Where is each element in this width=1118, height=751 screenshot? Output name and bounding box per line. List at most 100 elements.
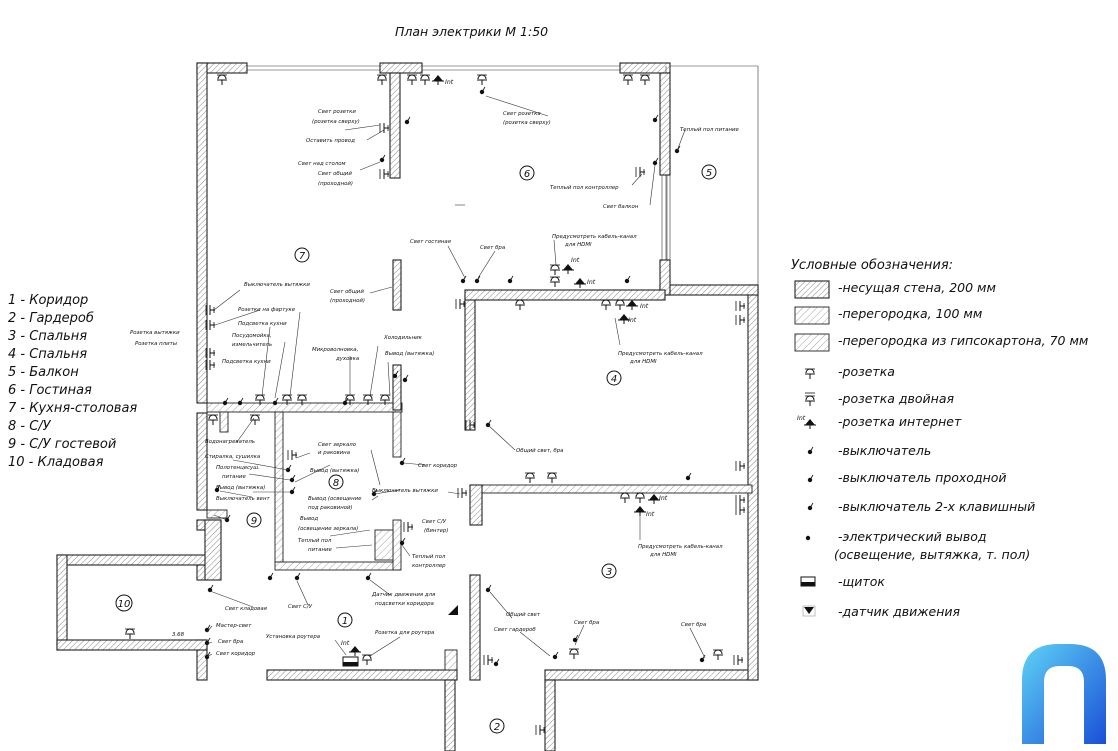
room-number-9: 9 — [251, 516, 257, 527]
room-list-item: 1 - Коридор — [8, 293, 89, 308]
label: Розетка вытяжки — [130, 330, 180, 336]
label: Розетка для роутера — [375, 630, 434, 636]
label: Выключатель вытяжки — [372, 488, 438, 494]
label: для HDMI — [564, 242, 592, 248]
label: Свет бра — [218, 639, 243, 645]
label: под раковиной) — [308, 505, 353, 511]
label: 3.68 — [172, 632, 185, 638]
room-list-item: 8 - С/У — [8, 419, 51, 434]
legend-label: -выключатель — [838, 443, 932, 458]
label: Теплый пол контроллер — [550, 185, 619, 191]
label: духовка — [335, 356, 359, 362]
label: Микроволновка, — [312, 347, 359, 353]
legend-int-label: Int — [797, 414, 806, 422]
room-list-item: 2 - Гардероб — [8, 311, 94, 326]
int-label: Int — [341, 639, 350, 647]
label: Розетки на фартуке — [238, 307, 296, 313]
label: Подсветка кухни — [238, 321, 287, 327]
label: Свет С/У — [288, 604, 313, 610]
room-numbers: 1 2 3 4 5 6 7 8 9 10 — [115, 164, 717, 734]
label: Предусмотреть кабель-канал — [638, 544, 723, 550]
legend-label: -перегородка из гипсокартона, 70 мм — [838, 333, 1089, 348]
legend-label: -розетка — [838, 364, 895, 379]
label: Стиралка, сушилка — [205, 454, 260, 460]
label: Общий свет, бра — [516, 448, 563, 454]
label: Подсветка кухни — [222, 359, 271, 365]
logo — [1022, 644, 1106, 744]
label: (розетка сверху) — [312, 119, 360, 125]
label: Вывод (освещение — [308, 496, 362, 502]
legend-label: -выключатель 2-х клавишный — [838, 499, 1036, 514]
label: Свет кладовая — [225, 606, 268, 612]
legend-label: -перегородка, 100 мм — [838, 306, 983, 321]
internet-socket-icon — [803, 418, 817, 430]
label: Вывод (вытяжка) — [310, 468, 359, 474]
room-number-1: 1 — [342, 616, 348, 627]
label: Теплый пол питание — [680, 127, 740, 133]
motion-sensor-icon — [802, 605, 816, 617]
label: Вывод (вытяжка) — [385, 351, 434, 357]
label: и раковина — [318, 450, 350, 456]
label: Выключатель вытяжки — [244, 282, 310, 288]
label: (проходной) — [330, 298, 365, 304]
double-socket-icon — [804, 392, 816, 407]
legend-label: -выключатель проходной — [838, 470, 1007, 485]
label: измельчитель — [232, 342, 272, 348]
legend-label: -датчик движения — [838, 604, 961, 619]
label: Свет над столом — [298, 161, 346, 167]
room-list-item: 4 - Спальня — [8, 347, 88, 362]
label: Розетка плиты — [135, 341, 178, 347]
room-list-item: 3 - Спальня — [8, 329, 88, 344]
partition-swatch — [794, 306, 830, 325]
int-label: Int — [587, 278, 596, 286]
room-number-3: 3 — [606, 567, 612, 578]
label: Полотенцесуш. — [216, 465, 260, 471]
label: Датчик движения для — [371, 592, 436, 598]
switch-icon — [807, 446, 814, 455]
label: Водонагреватель — [205, 439, 255, 445]
socket-icon — [804, 368, 816, 380]
label: Теплый пол — [298, 538, 332, 544]
label: Посудомойка, — [232, 333, 272, 339]
drywall-swatch — [794, 333, 830, 352]
annotations: Свет розетки (розетка сверху) Оставить п… — [130, 78, 740, 657]
legend-label: (освещение, вытяжка, т. пол) — [834, 547, 1031, 562]
label: Установка роутера — [266, 634, 320, 640]
electric-outlet-icon — [805, 535, 811, 541]
label: для HDMI — [649, 552, 677, 558]
label: (розетка сверху) — [503, 120, 551, 126]
room-number-10: 10 — [118, 599, 131, 610]
label: контроллер — [412, 563, 446, 569]
room-number-2: 2 — [494, 722, 500, 733]
label: Свет балкон — [603, 204, 639, 210]
label: Свет бра — [681, 622, 706, 628]
label: Свет общий — [330, 289, 364, 295]
room-list-item: 5 - Балкон — [8, 365, 79, 380]
label: Оставить провод — [306, 138, 355, 144]
label: Свет коридор — [418, 463, 458, 469]
legend-label: -несущая стена, 200 мм — [838, 280, 996, 295]
label: Свет розетки — [318, 109, 356, 115]
int-label: Int — [646, 510, 655, 518]
int-label: Int — [628, 316, 637, 324]
label: Свет общий — [318, 171, 352, 177]
legend-label: -электрический вывод — [838, 529, 987, 544]
label: Свет С/У — [422, 519, 447, 525]
label: Вывод (вытяжка) — [216, 485, 265, 491]
electrical-symbols — [124, 74, 746, 736]
label: Теплый пол — [412, 554, 446, 560]
pass-switch-icon — [807, 474, 814, 483]
room-number-5: 5 — [706, 168, 712, 179]
room-number-6: 6 — [524, 169, 530, 180]
legend-symbols: Int — [794, 280, 830, 617]
label: Предусмотреть кабель-канал — [552, 234, 637, 240]
label: (бинтер) — [424, 528, 448, 534]
room-list-item: 6 - Гостиная — [8, 383, 92, 398]
label: Свет бра — [574, 620, 599, 626]
bearing-wall-swatch — [794, 280, 830, 299]
label: подсветки коридора — [375, 601, 434, 607]
label: для HDMI — [629, 359, 657, 365]
label: Свет гардероб — [494, 627, 536, 633]
room-list-item: 7 - Кухня-столовая — [8, 401, 138, 416]
